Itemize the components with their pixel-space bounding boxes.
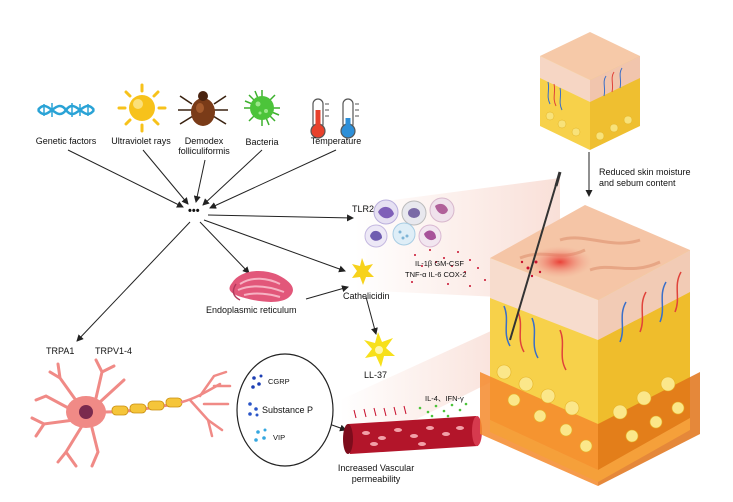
label-cytokines-row1: IL-1β GM-CSF xyxy=(415,259,464,268)
cathelicidin-icon xyxy=(352,258,374,285)
label-reduced-line1: Reduced skin moisture xyxy=(599,167,691,177)
sun-icon xyxy=(117,83,167,133)
label-vascular-line2: permeability xyxy=(351,474,401,484)
blood-vessel-icon xyxy=(343,402,482,454)
hub-dots: ••• xyxy=(188,205,200,217)
label-cytokines-row2: TNF-α IL-6 COX-2 xyxy=(405,270,467,279)
bacteria-icon xyxy=(244,90,280,126)
label-substance-p: Substance P xyxy=(262,405,314,415)
thermometer-icon xyxy=(310,98,359,139)
label-ultraviolet-rays: Ultraviolet rays xyxy=(111,136,171,146)
label-temperature: Temperature xyxy=(310,136,362,146)
label-vip: VIP xyxy=(273,433,286,442)
label-demodex-line2: folliculiformis xyxy=(178,146,230,156)
label-genetic-factors: Genetic factors xyxy=(35,136,97,146)
label-interferons: IL-4、IFN-γ xyxy=(425,394,464,403)
label-demodex-line1: Demodex xyxy=(184,136,224,146)
factor-arrows xyxy=(67,149,337,209)
cytokine-dots xyxy=(411,249,493,287)
label-tlr2: TLR2 xyxy=(352,204,375,214)
tick-icon xyxy=(178,91,228,126)
er-icon xyxy=(229,271,293,302)
skin-block-large xyxy=(480,171,700,486)
label-reduced-line2: and sebum content xyxy=(599,178,676,188)
immune-cells-icon xyxy=(364,197,455,248)
label-endoplasmic-reticulum: Endoplasmic reticulum xyxy=(206,305,297,315)
dna-icon xyxy=(36,103,96,117)
label-ll37: LL-37 xyxy=(364,370,388,380)
label-cgrp: CGRP xyxy=(268,377,290,386)
ll37-icon xyxy=(364,332,395,367)
label-trpa1: TRPA1 xyxy=(46,346,75,356)
skin-block-small xyxy=(540,32,640,150)
neuropeptide-vesicle xyxy=(236,353,334,467)
label-vascular-line1: Increased Vascular xyxy=(337,463,415,473)
label-cathelicidin: Cathelicidin xyxy=(343,291,390,301)
beam-vessel xyxy=(340,320,515,455)
label-trpv: TRPV1-4 xyxy=(95,346,133,356)
neuron-icon xyxy=(30,358,232,468)
label-bacteria: Bacteria xyxy=(245,137,279,147)
hub-arrows xyxy=(76,152,593,432)
